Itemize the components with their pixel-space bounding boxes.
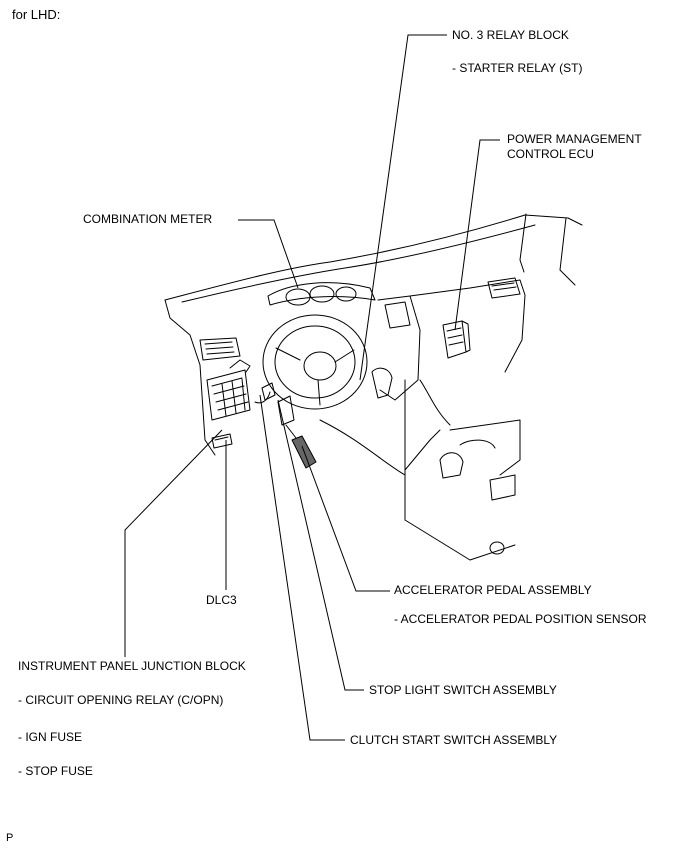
dlc3-connector (211, 433, 233, 449)
label-ign-fuse: - IGN FUSE (18, 730, 83, 744)
label-relay-block: NO. 3 RELAY BLOCK (452, 28, 569, 42)
dash-top-outline (164, 214, 583, 301)
leader-stop-light (277, 399, 364, 691)
junction-block (206, 369, 251, 421)
leader-relay-block (359, 34, 447, 381)
meter-hood (267, 282, 376, 306)
label-ipjb: INSTRUMENT PANEL JUNCTION BLOCK (18, 659, 246, 673)
label-starter-relay: - STARTER RELAY (ST) (452, 61, 583, 75)
label-stop-fuse: - STOP FUSE (18, 764, 93, 778)
leader-ipjb (124, 429, 223, 657)
leader-pm-ecu (454, 139, 500, 331)
label-dlc3: DLC3 (206, 593, 237, 607)
label-clutch-switch: CLUTCH START SWITCH ASSEMBLY (350, 733, 558, 747)
label-stop-light-switch: STOP LIGHT SWITCH ASSEMBLY (369, 683, 557, 697)
label-combination-meter: COMBINATION METER (83, 212, 213, 226)
label-pm-ecu-line1: POWER MANAGEMENT (507, 132, 642, 146)
label-accelerator-sensor: - ACCELERATOR PEDAL POSITION SENSOR (394, 612, 647, 626)
leader-combination-meter (238, 219, 299, 289)
label-circuit-opening-relay: - CIRCUIT OPENING RELAY (C/OPN) (18, 693, 224, 707)
pm-ecu-box (442, 320, 467, 359)
label-pm-ecu-line2: CONTROL ECU (507, 147, 594, 161)
steering-wheel (262, 314, 368, 410)
label-accelerator-pedal: ACCELERATOR PEDAL ASSEMBLY (394, 583, 592, 597)
leader-clutch (259, 394, 345, 741)
leader-accelerator (301, 445, 390, 592)
page-title: for LHD: (12, 7, 61, 22)
footer-code: P (6, 832, 14, 844)
